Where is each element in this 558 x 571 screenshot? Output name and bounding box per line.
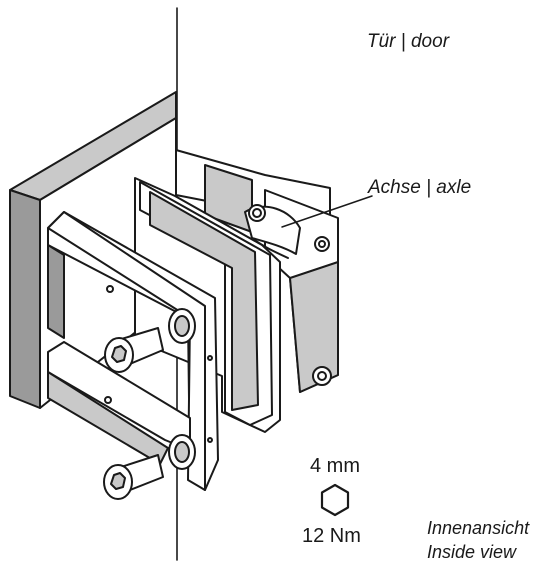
torque-label: 12 Nm <box>302 525 361 547</box>
axle-label: Achse | axle <box>368 177 472 198</box>
view-label-en: Inside view <box>427 542 517 562</box>
axle-arm <box>244 204 332 386</box>
screw-lower <box>103 454 164 500</box>
hex-key-icon <box>320 483 350 517</box>
front-plate-upper <box>47 211 219 491</box>
wrench-size-label: 4 mm <box>310 455 360 477</box>
plate-holes <box>104 285 213 470</box>
view-label-de: Innenansicht <box>427 518 530 538</box>
door-label: Tür | door <box>367 31 450 52</box>
axle-leader-line <box>281 195 373 228</box>
screw-upper <box>104 327 164 373</box>
